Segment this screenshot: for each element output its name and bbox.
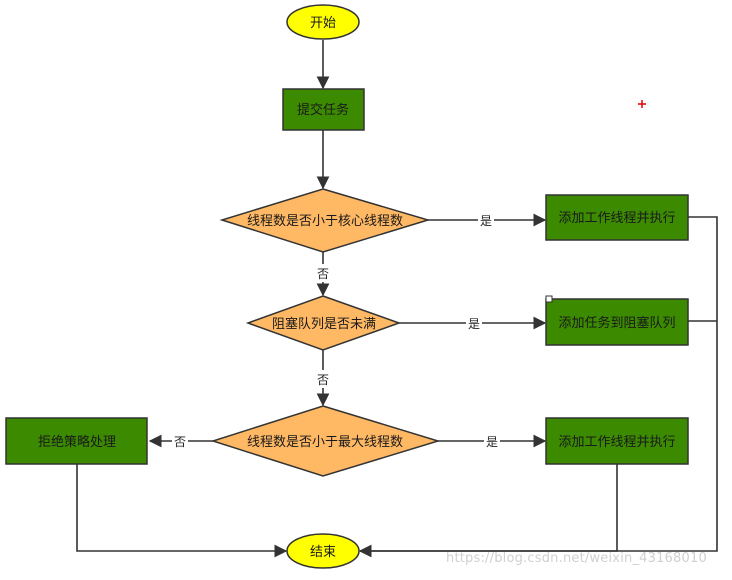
label-max-yes: 是 — [486, 435, 498, 449]
edge-worker2-end — [360, 464, 618, 552]
add-worker-label-2: 添加工作线程并执行 — [558, 435, 675, 450]
plus-icon — [638, 100, 646, 108]
add-to-queue-box: 添加任务到阻塞队列 — [545, 295, 689, 346]
start-terminal: 开始 — [286, 4, 360, 40]
decision-core-threads: 线程数是否小于核心线程数 — [219, 188, 431, 253]
decision-queue-not-full: 阻塞队列是否未满 — [245, 295, 402, 351]
reject-policy-label: 拒绝策略处理 — [38, 434, 116, 450]
add-worker-box-2: 添加工作线程并执行 — [545, 417, 689, 465]
selection-handle — [545, 295, 553, 303]
edge-reject-end — [76, 464, 288, 558]
add-to-queue-label: 添加任务到阻塞队列 — [558, 315, 675, 331]
decision-max-threads: 线程数是否小于最大线程数 — [210, 405, 441, 477]
end-terminal: 结束 — [286, 533, 360, 569]
connectors — [76, 40, 718, 558]
submit-task-label: 提交任务 — [297, 102, 349, 118]
edge-labels: 是 否 是 否 是 否 — [172, 211, 500, 450]
add-worker-label-1: 添加工作线程并执行 — [558, 211, 675, 226]
reject-policy-box: 拒绝策略处理 — [5, 417, 148, 465]
decision-queue-label: 阻塞队列是否未满 — [272, 316, 376, 332]
submit-task-box: 提交任务 — [282, 88, 365, 131]
label-core-no: 否 — [317, 267, 329, 281]
label-queue-no: 否 — [317, 373, 329, 387]
label-queue-yes: 是 — [468, 317, 480, 331]
watermark: https://blog.csdn.net/weixin_43168010 — [446, 551, 707, 566]
add-worker-box-1: 添加工作线程并执行 — [545, 194, 689, 241]
decision-max-label: 线程数是否小于最大线程数 — [247, 435, 403, 450]
start-label: 开始 — [310, 16, 336, 31]
decision-core-label: 线程数是否小于核心线程数 — [247, 214, 403, 229]
edge-worker1-end — [358, 216, 718, 558]
end-label: 结束 — [310, 545, 336, 560]
label-max-no: 否 — [174, 435, 186, 449]
label-core-yes: 是 — [480, 214, 492, 228]
